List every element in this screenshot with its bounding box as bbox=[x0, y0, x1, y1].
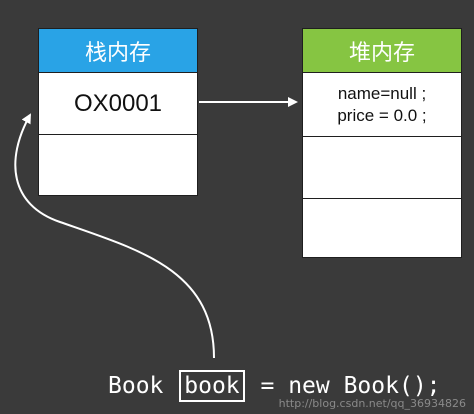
heap-memory-title: 堆内存 bbox=[303, 29, 461, 73]
heap-memory-box: 堆内存 name=null ; price = 0.0 ; bbox=[302, 28, 462, 258]
code-variable-name: book bbox=[179, 370, 245, 402]
code-statement: Book book = new Book(); bbox=[108, 368, 441, 404]
code-type-name: Book bbox=[108, 373, 164, 399]
heap-empty-cell bbox=[303, 199, 461, 256]
stack-address-cell: OX0001 bbox=[39, 73, 197, 135]
stack-empty-cell bbox=[39, 135, 197, 194]
stack-memory-title: 栈内存 bbox=[39, 29, 197, 73]
stack-memory-box: 栈内存 OX0001 bbox=[38, 28, 198, 196]
variable-arrow bbox=[14, 113, 215, 359]
heap-empty-cell bbox=[303, 137, 461, 199]
heap-object-cell: name=null ; price = 0.0 ; bbox=[303, 73, 461, 137]
watermark: http://blog.csdn.net/qq_36934826 bbox=[278, 397, 466, 410]
code-rest: = new Book(); bbox=[260, 373, 441, 399]
heap-field-price: price = 0.0 ; bbox=[337, 105, 427, 125]
heap-field-name: name=null ; bbox=[337, 83, 427, 103]
stack-address-value: OX0001 bbox=[73, 89, 163, 117]
